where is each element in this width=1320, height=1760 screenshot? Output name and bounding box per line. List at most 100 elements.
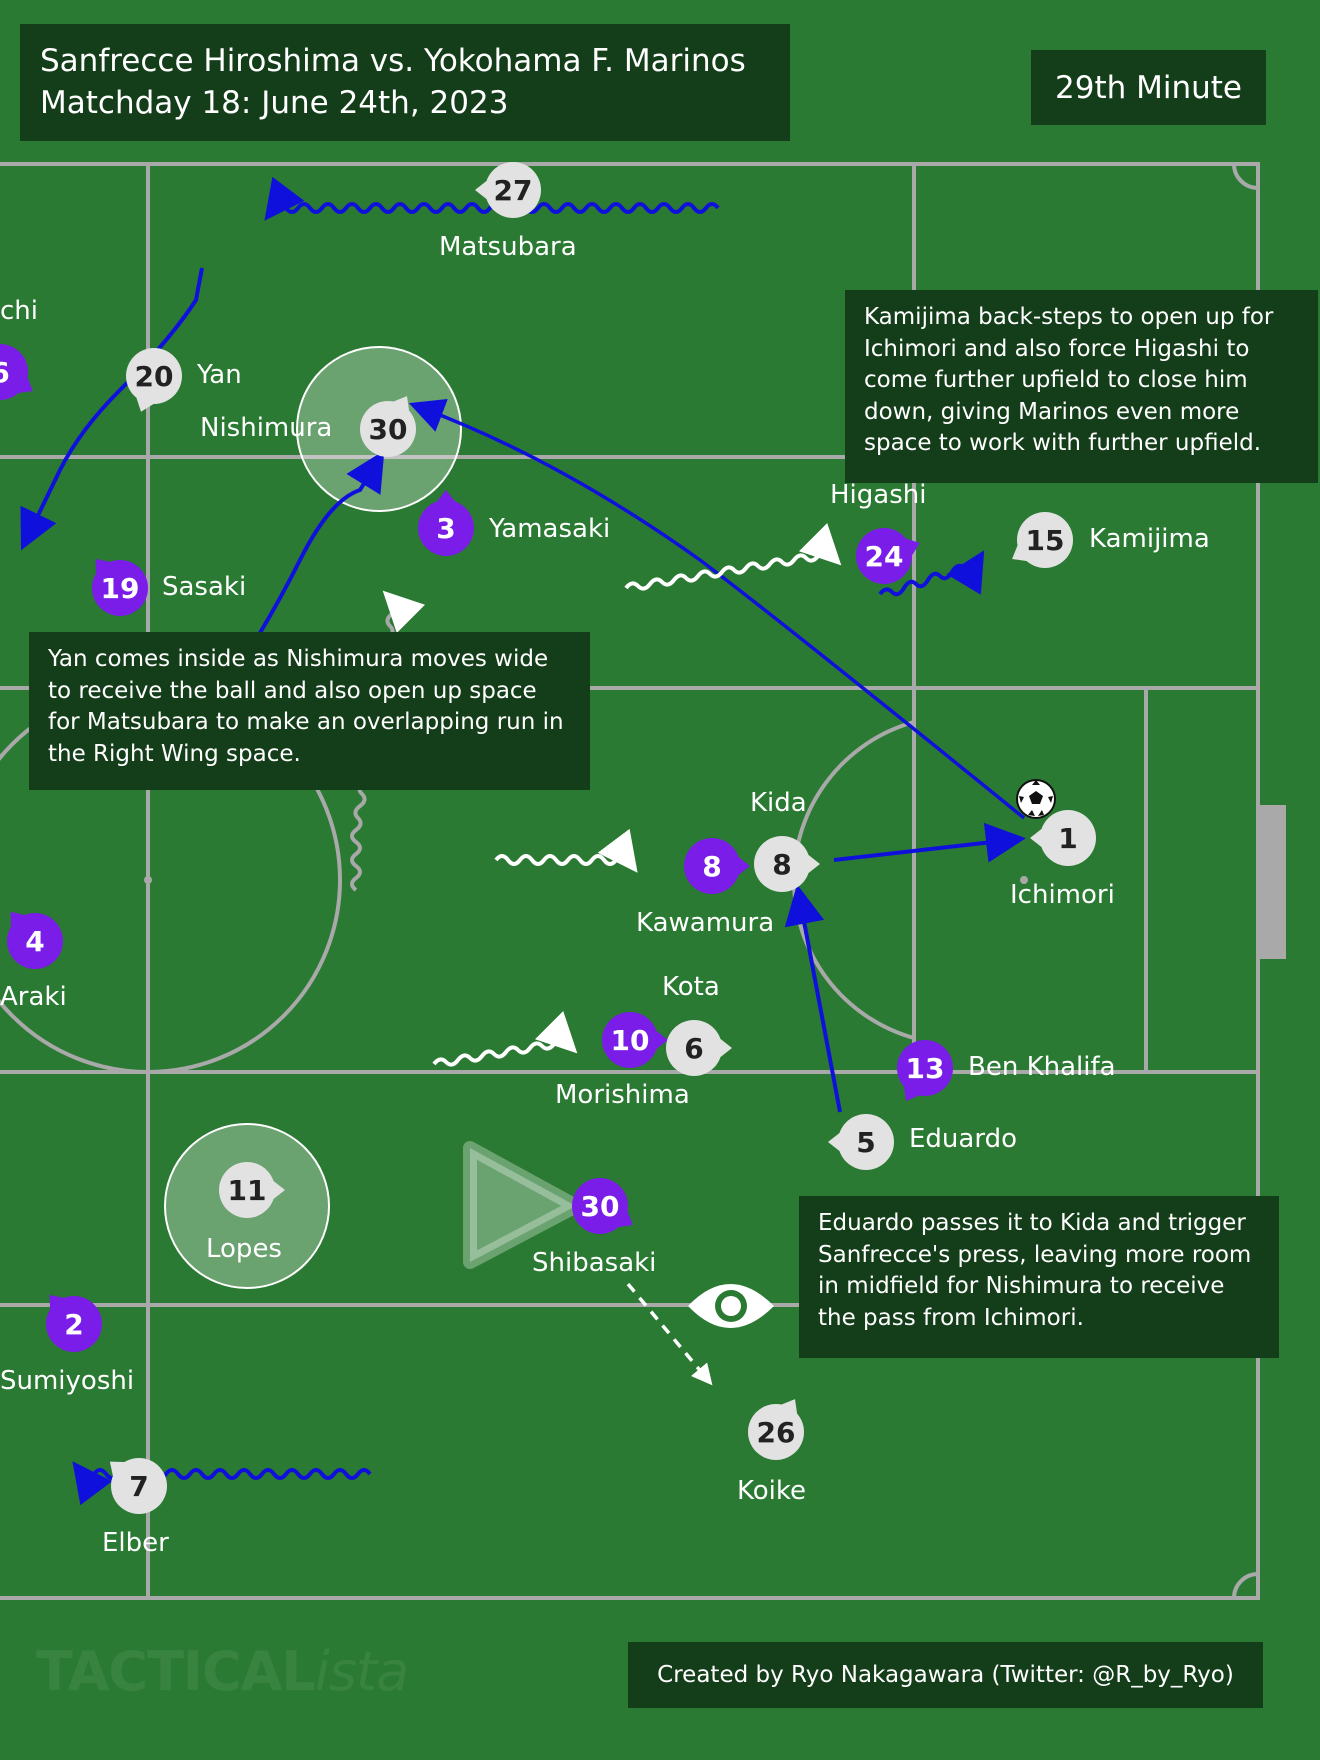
player-disc xyxy=(360,401,416,457)
facing-arrow xyxy=(271,1179,285,1201)
white-run-to-morishima xyxy=(432,1010,578,1067)
ichimori-pass-to-nishimura xyxy=(408,399,1026,820)
player-number: 2 xyxy=(64,1308,83,1341)
player-token-kawamura: 8 xyxy=(684,838,750,894)
watermark-bold: TACTICAL xyxy=(36,1640,316,1703)
player-number: 8 xyxy=(702,850,721,883)
player-token-sasaki: 19 xyxy=(92,558,148,616)
player-number: 4 xyxy=(25,925,44,958)
player-number: 5 xyxy=(856,1126,875,1159)
facing-arrow xyxy=(806,853,820,875)
penalty-arc xyxy=(791,720,915,1040)
player-number: 30 xyxy=(369,413,408,446)
player-name-ichimori: Ichimori xyxy=(1010,880,1115,910)
corner-arc-top xyxy=(1232,163,1259,190)
player-token-kota: 6 xyxy=(666,1020,732,1076)
player-name-nishimura: Nishimura xyxy=(200,413,333,443)
white-run-to-higashi xyxy=(624,522,842,591)
player-disc xyxy=(572,1178,628,1234)
player-number: 7 xyxy=(129,1470,148,1503)
soccer-ball-icon xyxy=(1016,779,1056,819)
eye-icon xyxy=(688,1284,774,1328)
player-disc xyxy=(666,1020,722,1076)
player-disc xyxy=(897,1040,953,1096)
player-disc xyxy=(856,528,912,584)
player-disc xyxy=(684,838,740,894)
player-name-kawamura: Kawamura xyxy=(636,908,775,938)
player-disc xyxy=(46,1296,102,1352)
facing-arrow xyxy=(475,179,489,201)
match-title: Sanfrecce Hiroshima vs. Yokohama F. Mari… xyxy=(40,43,746,79)
player-name-sumiyoshi: Sumiyoshi xyxy=(0,1366,135,1396)
centre-spot xyxy=(144,876,152,884)
annotation-eduardo: Eduardo passes it to Kida and trigger Sa… xyxy=(799,1196,1279,1358)
facing-arrow xyxy=(718,1037,732,1059)
player-disc xyxy=(754,836,810,892)
player-number: 30 xyxy=(581,1190,620,1223)
player-name-lopes: Lopes xyxy=(206,1234,282,1264)
player-name-shibasaki: Shibasaki xyxy=(532,1248,657,1278)
player-disc xyxy=(485,162,541,218)
kida-pass-to-ichimori xyxy=(833,822,1026,863)
player-disc xyxy=(111,1458,167,1514)
player-disc xyxy=(602,1012,658,1068)
player-number: 10 xyxy=(611,1024,650,1057)
author-credit: Created by Ryo Nakagawara (Twitter: @R_b… xyxy=(628,1642,1263,1708)
player-disc xyxy=(7,913,63,969)
player-name-sasaki: Sasaki xyxy=(162,572,247,602)
white-run-to-kawamura xyxy=(494,828,638,873)
facing-arrow xyxy=(736,855,750,877)
player-disc xyxy=(748,1404,804,1460)
player-number: 24 xyxy=(865,540,904,573)
player-disc xyxy=(418,500,474,556)
player-name-higashi: Higashi xyxy=(830,480,927,510)
watermark-italic: ista xyxy=(314,1640,409,1703)
play-icon xyxy=(463,1141,583,1269)
annotation-yan-nishimura: Yan comes inside as Nishimura moves wide… xyxy=(29,632,590,790)
players-layer: 27620303192415881410613511302267 xyxy=(0,162,1096,1514)
annotation-kamijima: Kamijima back-steps to open up for Ichim… xyxy=(845,290,1318,483)
facing-arrow xyxy=(654,1029,668,1051)
player-token-elber: 7 xyxy=(109,1458,167,1514)
player-disc xyxy=(126,348,182,404)
player-token-kamijima: 15 xyxy=(1012,512,1073,568)
player-disc xyxy=(838,1114,894,1170)
player-number: 11 xyxy=(228,1174,267,1207)
player-number: 27 xyxy=(494,174,533,207)
shibasaki-to-koike-dashed xyxy=(626,1282,713,1386)
player-number: 20 xyxy=(135,360,174,393)
facing-arrow xyxy=(828,1131,842,1153)
player-token-shibasaki: 30 xyxy=(572,1178,633,1234)
player-token-koike: 26 xyxy=(748,1399,804,1460)
player-token-eduardo: 5 xyxy=(828,1114,894,1170)
player-name-elber: Elber xyxy=(102,1528,169,1558)
player-disc xyxy=(0,344,28,400)
player-number: 26 xyxy=(757,1416,796,1449)
player-number: 1 xyxy=(1058,822,1077,855)
player-disc xyxy=(92,560,148,616)
player-name-edge: chi xyxy=(0,296,38,326)
player-name-eduardo: Eduardo xyxy=(909,1124,1017,1154)
match-minute-badge: 29th Minute xyxy=(1031,50,1266,125)
player-name-yamasaki: Yamasaki xyxy=(489,514,611,544)
player-token-yamasaki: 3 xyxy=(418,490,474,556)
player-token-nishimura: 30 xyxy=(360,396,416,457)
player-token-kida: 8 xyxy=(754,836,820,892)
goal xyxy=(1258,805,1286,959)
player-name-koike: Koike xyxy=(737,1476,807,1506)
matchday-date: Matchday 18: June 24th, 2023 xyxy=(40,85,509,121)
player-number: 6 xyxy=(0,356,10,389)
match-title-panel: Sanfrecce Hiroshima vs. Yokohama F. Mari… xyxy=(20,24,790,141)
player-name-ben-khalifa: Ben Khalifa xyxy=(968,1052,1116,1082)
player-token-edge-number: 6 xyxy=(0,344,33,400)
tacticalista-watermark: TACTICALista xyxy=(36,1640,409,1703)
higashi-run xyxy=(878,550,985,597)
player-number: 19 xyxy=(101,572,140,605)
player-name-araki: Araki xyxy=(0,982,67,1012)
player-token-araki: 4 xyxy=(7,911,63,969)
player-name-kota: Kota xyxy=(662,972,720,1002)
player-name-kamijima: Kamijima xyxy=(1089,524,1210,554)
player-token-matsubara: 27 xyxy=(475,162,541,218)
